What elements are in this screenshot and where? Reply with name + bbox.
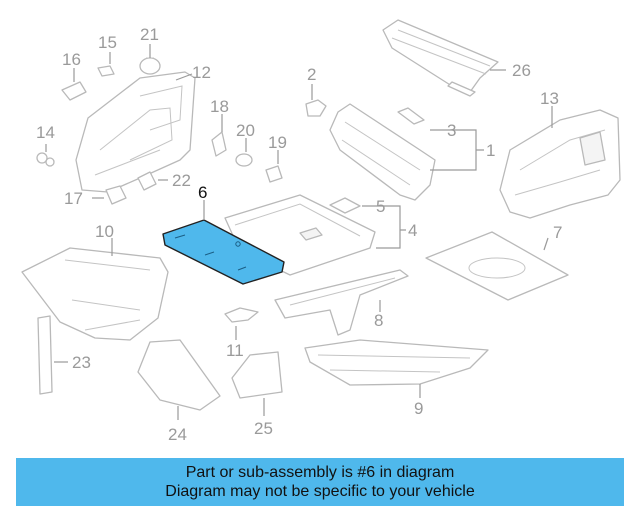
info-banner: Part or sub-assembly is #6 in diagram Di… [16, 458, 624, 506]
callout-16: 16 [62, 50, 81, 69]
part-20-cap [235, 153, 253, 167]
part-17-bracket [105, 185, 127, 205]
callout-14: 14 [36, 123, 55, 142]
callout-4: 4 [408, 221, 417, 240]
part-11-clip [224, 307, 259, 323]
callout-8: 8 [374, 311, 383, 330]
callout-20: 20 [236, 121, 255, 140]
callout-labels: 1 2 3 4 5 6 7 8 9 10 11 12 13 14 15 16 1… [36, 25, 562, 444]
callout-17: 17 [64, 189, 83, 208]
callout-11: 11 [226, 341, 244, 360]
callout-25: 25 [254, 419, 273, 438]
part-10-floor-carpet [21, 247, 169, 341]
callout-23: 23 [72, 353, 91, 372]
part-7-spare-mat [425, 231, 569, 301]
callout-24: 24 [168, 425, 187, 444]
part-21-pushpin [139, 57, 161, 75]
part-22-hook [137, 171, 157, 191]
banner-line-1: Part or sub-assembly is #6 in diagram [185, 464, 455, 481]
callout-2: 2 [307, 65, 316, 84]
callout-12: 12 [192, 63, 211, 82]
part-1-rear-panel [329, 103, 436, 201]
part-25-corner-panel [231, 351, 283, 399]
callout-9: 9 [414, 399, 423, 418]
part-8-cross-member [274, 269, 409, 336]
part-24-side-panel [137, 339, 221, 411]
callout-5: 5 [376, 197, 385, 216]
callout-22: 22 [172, 171, 191, 190]
callout-6: 6 [198, 183, 207, 202]
callout-3: 3 [447, 121, 456, 140]
callout-21: 21 [140, 25, 159, 44]
part-26-cargo-cover [382, 19, 499, 97]
part-15-fastener [97, 65, 115, 77]
part-18-clip [211, 131, 227, 157]
part-14-grommets [36, 152, 55, 167]
part-16-cover [61, 81, 87, 101]
part-3-small-bracket [397, 107, 425, 125]
callout-19: 19 [268, 133, 287, 152]
callout-26: 26 [512, 61, 531, 80]
callout-15: 15 [98, 33, 117, 52]
part-12-left-quarter-trim [75, 71, 196, 193]
part-2-clip [305, 99, 327, 117]
callout-13: 13 [540, 89, 559, 108]
part-19-fastener [265, 165, 283, 183]
callout-10: 10 [95, 222, 114, 241]
callout-7: 7 [553, 223, 562, 242]
part-13-right-quarter-trim [499, 109, 621, 219]
part-23-trim-strip [37, 315, 53, 395]
banner-line-2: Diagram may not be specific to your vehi… [165, 483, 475, 500]
part-5-lid [329, 197, 361, 214]
leader-lines [45, 44, 553, 420]
part-9-rear-sill [304, 339, 489, 386]
callout-1: 1 [486, 141, 495, 160]
callout-18: 18 [210, 97, 229, 116]
parts-diagram: 1 2 3 4 5 6 7 8 9 10 11 12 13 14 15 16 1… [21, 19, 621, 444]
